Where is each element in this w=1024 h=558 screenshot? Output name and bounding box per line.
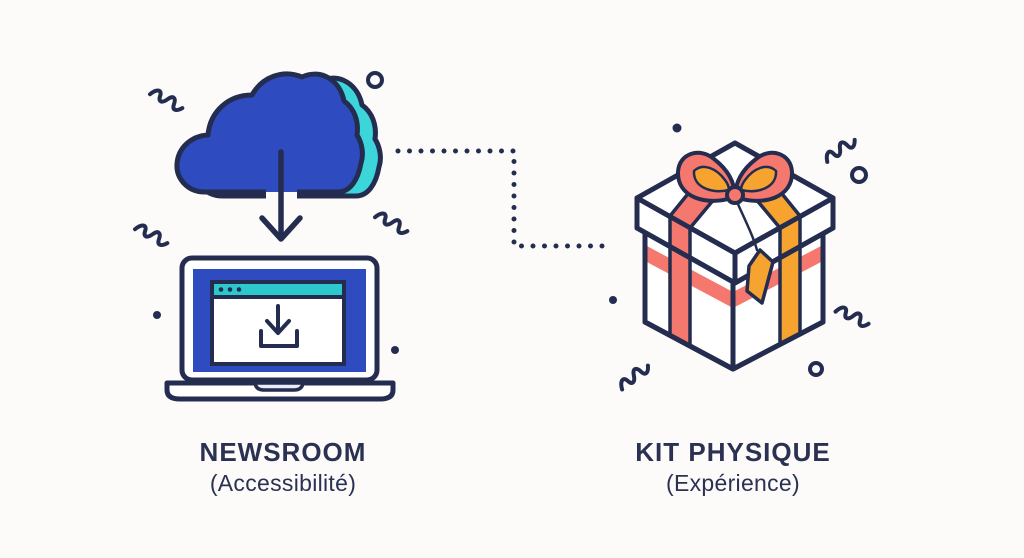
left-subtitle: (Accessibilité) — [209, 469, 357, 496]
gift-bow-icon — [675, 150, 795, 205]
squiggle-icon — [147, 88, 185, 113]
squiggle-icon — [372, 211, 410, 236]
ring-icon — [808, 361, 824, 377]
gift-tag-icon — [745, 248, 775, 305]
dot-icon — [153, 311, 161, 319]
gift-lid-outline — [634, 140, 836, 286]
browser-window — [210, 280, 346, 366]
decorations — [132, 71, 871, 392]
squiggle-icon — [619, 363, 650, 392]
cloud-shape — [174, 71, 365, 195]
dot-icon — [391, 346, 399, 354]
squiggle-icon — [833, 305, 871, 329]
squiggle-icon — [824, 137, 857, 164]
gift-ribbon-right — [778, 244, 802, 346]
gift-box-icon — [634, 140, 836, 372]
bow-loop-left-inner — [692, 165, 731, 193]
titlebar-dot-icon — [227, 287, 233, 292]
download-tray-icon — [259, 304, 299, 348]
cloud-download-icon — [174, 71, 383, 242]
left-title: NEWSROOM — [199, 437, 367, 467]
download-arrow-icon — [259, 149, 303, 242]
dot-icon — [672, 123, 682, 133]
squiggle-icon — [132, 223, 170, 248]
titlebar-dot-icon — [218, 287, 224, 292]
label-newsroom: NEWSROOM (Accessibilité) — [133, 438, 433, 496]
titlebar-dot-icon — [236, 287, 242, 292]
dot-icon — [609, 296, 617, 304]
laptop-icon — [164, 255, 396, 402]
gift-ribbon-left — [668, 245, 692, 348]
bow-loop-right-inner — [739, 165, 778, 193]
dotted-connector — [395, 148, 611, 249]
ring-icon — [366, 71, 384, 89]
gift-tag-string — [735, 200, 759, 252]
right-title: KIT PHYSIQUE — [635, 437, 831, 467]
right-subtitle: (Expérience) — [666, 469, 800, 496]
laptop-notch — [253, 381, 305, 392]
ring-icon — [850, 166, 868, 184]
bow-knot — [725, 185, 745, 205]
label-kit-physique: KIT PHYSIQUE (Expérience) — [583, 438, 883, 496]
browser-titlebar — [210, 280, 346, 299]
